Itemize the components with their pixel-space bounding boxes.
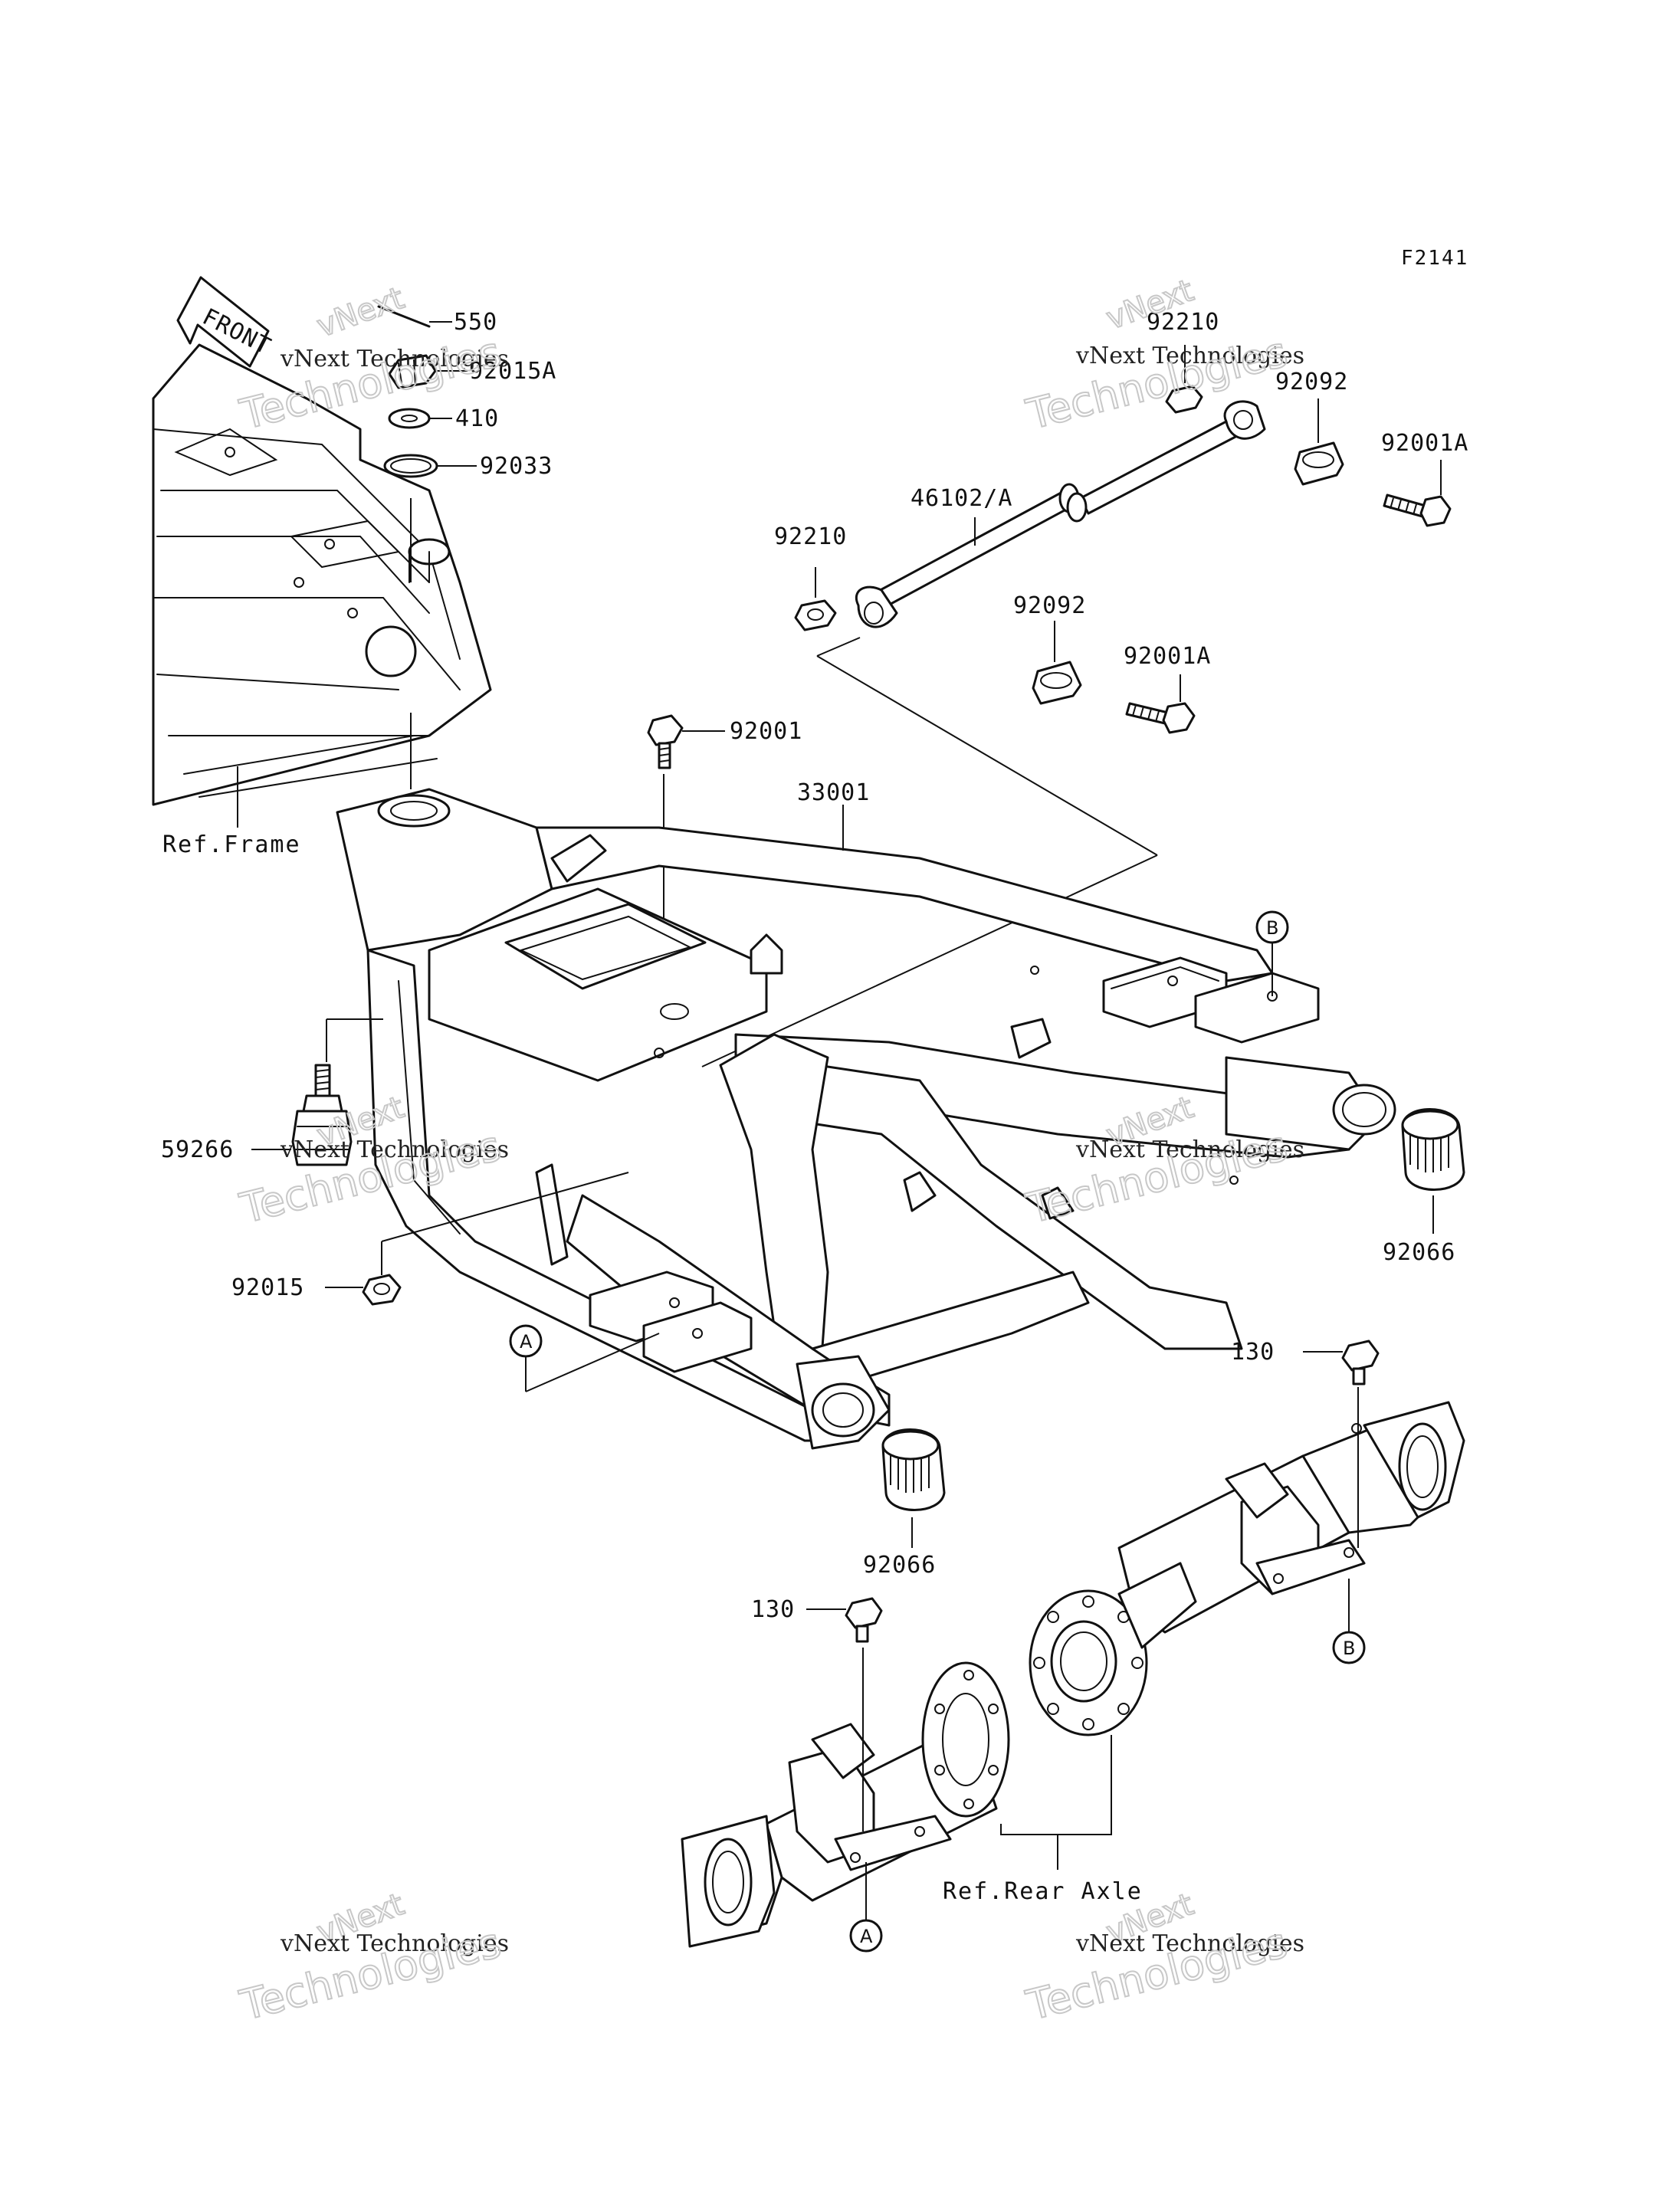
marker-a-bottom: A (849, 1919, 883, 1953)
marker-b-top: B (1255, 910, 1289, 944)
label-59266: 59266 (161, 1136, 234, 1163)
svg-text:A: A (520, 1331, 533, 1353)
marker-a-mid: A (509, 1324, 543, 1358)
part-410-washer (388, 408, 452, 429)
svg-text:vNext Technologies: vNext Technologies (1075, 1930, 1304, 1957)
watermark-5: vNext vNext Technologies Technologies (235, 1886, 509, 2031)
part-92015a-castle-nut (388, 354, 468, 389)
svg-text:vNext Technologies: vNext Technologies (280, 346, 509, 372)
svg-text:vNext Technologies: vNext Technologies (280, 1136, 509, 1163)
label-92092-top: 92092 (1275, 369, 1348, 395)
part-92092-mid-bushing (1032, 661, 1082, 705)
part-92210-left-nut (794, 599, 837, 631)
label-410: 410 (455, 405, 499, 432)
label-92066-bottom: 92066 (863, 1552, 936, 1579)
rear-axle-flange (1029, 1562, 1197, 1736)
label-92033: 92033 (480, 453, 553, 480)
marker-b-bottom: B (1332, 1631, 1366, 1664)
part-130-left-bolt (845, 1597, 883, 1643)
watermark-6: vNext vNext Technologies Technologies (1021, 1886, 1304, 2031)
ref-rear-axle-bracket (1000, 1735, 1112, 1835)
svg-text:vNext: vNext (313, 280, 409, 344)
label-550: 550 (454, 309, 497, 336)
part-92033-snap-ring (383, 454, 477, 478)
svg-text:B: B (1266, 917, 1278, 939)
svg-text:vNext Technologies: vNext Technologies (1075, 343, 1304, 369)
part-46102-tie-rod (855, 400, 1266, 628)
label-92092-mid: 92092 (1013, 592, 1086, 619)
label-92001a-top: 92001A (1381, 430, 1468, 457)
watermark-3: vNext vNext Technologies Technologies (235, 1089, 509, 1234)
svg-text:A: A (860, 1926, 873, 1947)
label-92015: 92015 (231, 1274, 304, 1301)
part-92210-top-nut (1165, 385, 1203, 414)
part-130-right-bolt (1341, 1340, 1380, 1385)
part-92066-right-cap (1401, 1108, 1465, 1191)
rear-axle-left-housing (681, 1661, 1010, 1948)
part-92001a-mid-bolt (1125, 702, 1196, 734)
part-59266-ball-joint (291, 1064, 353, 1166)
label-92015a: 92015A (469, 358, 556, 385)
label-33001: 33001 (797, 779, 870, 806)
label-92210-top: 92210 (1147, 309, 1219, 336)
watermark-2: vNext vNext Technologies Technologies (1021, 272, 1304, 440)
label-92001: 92001 (730, 718, 802, 745)
part-92015-nut (362, 1274, 402, 1306)
svg-text:vNext Technologies: vNext Technologies (280, 1930, 509, 1957)
figure-id: F2141 (1401, 247, 1468, 270)
label-130-right: 130 (1231, 1339, 1275, 1366)
label-92066-right: 92066 (1383, 1239, 1455, 1266)
part-550-cotter-pin (377, 305, 452, 328)
part-92001a-top-bolt (1383, 494, 1452, 527)
label-130-left: 130 (751, 1596, 795, 1623)
ref-frame-drawing (152, 343, 492, 806)
ref-frame-label: Ref.Frame (162, 831, 301, 858)
svg-text:vNext Technologies: vNext Technologies (1075, 1136, 1304, 1163)
part-33001-swing-arm (336, 788, 1396, 1450)
label-92210-left: 92210 (774, 523, 847, 550)
part-92001-bolt (647, 714, 684, 769)
part-92066-bottom-cap (881, 1428, 946, 1511)
label-92001a-mid: 92001A (1124, 643, 1211, 670)
part-92092-top-bushing (1294, 441, 1344, 486)
ref-rear-axle-label: Ref.Rear Axle (943, 1878, 1143, 1905)
svg-text:B: B (1343, 1638, 1355, 1659)
label-46102: 46102/A (911, 485, 1012, 512)
